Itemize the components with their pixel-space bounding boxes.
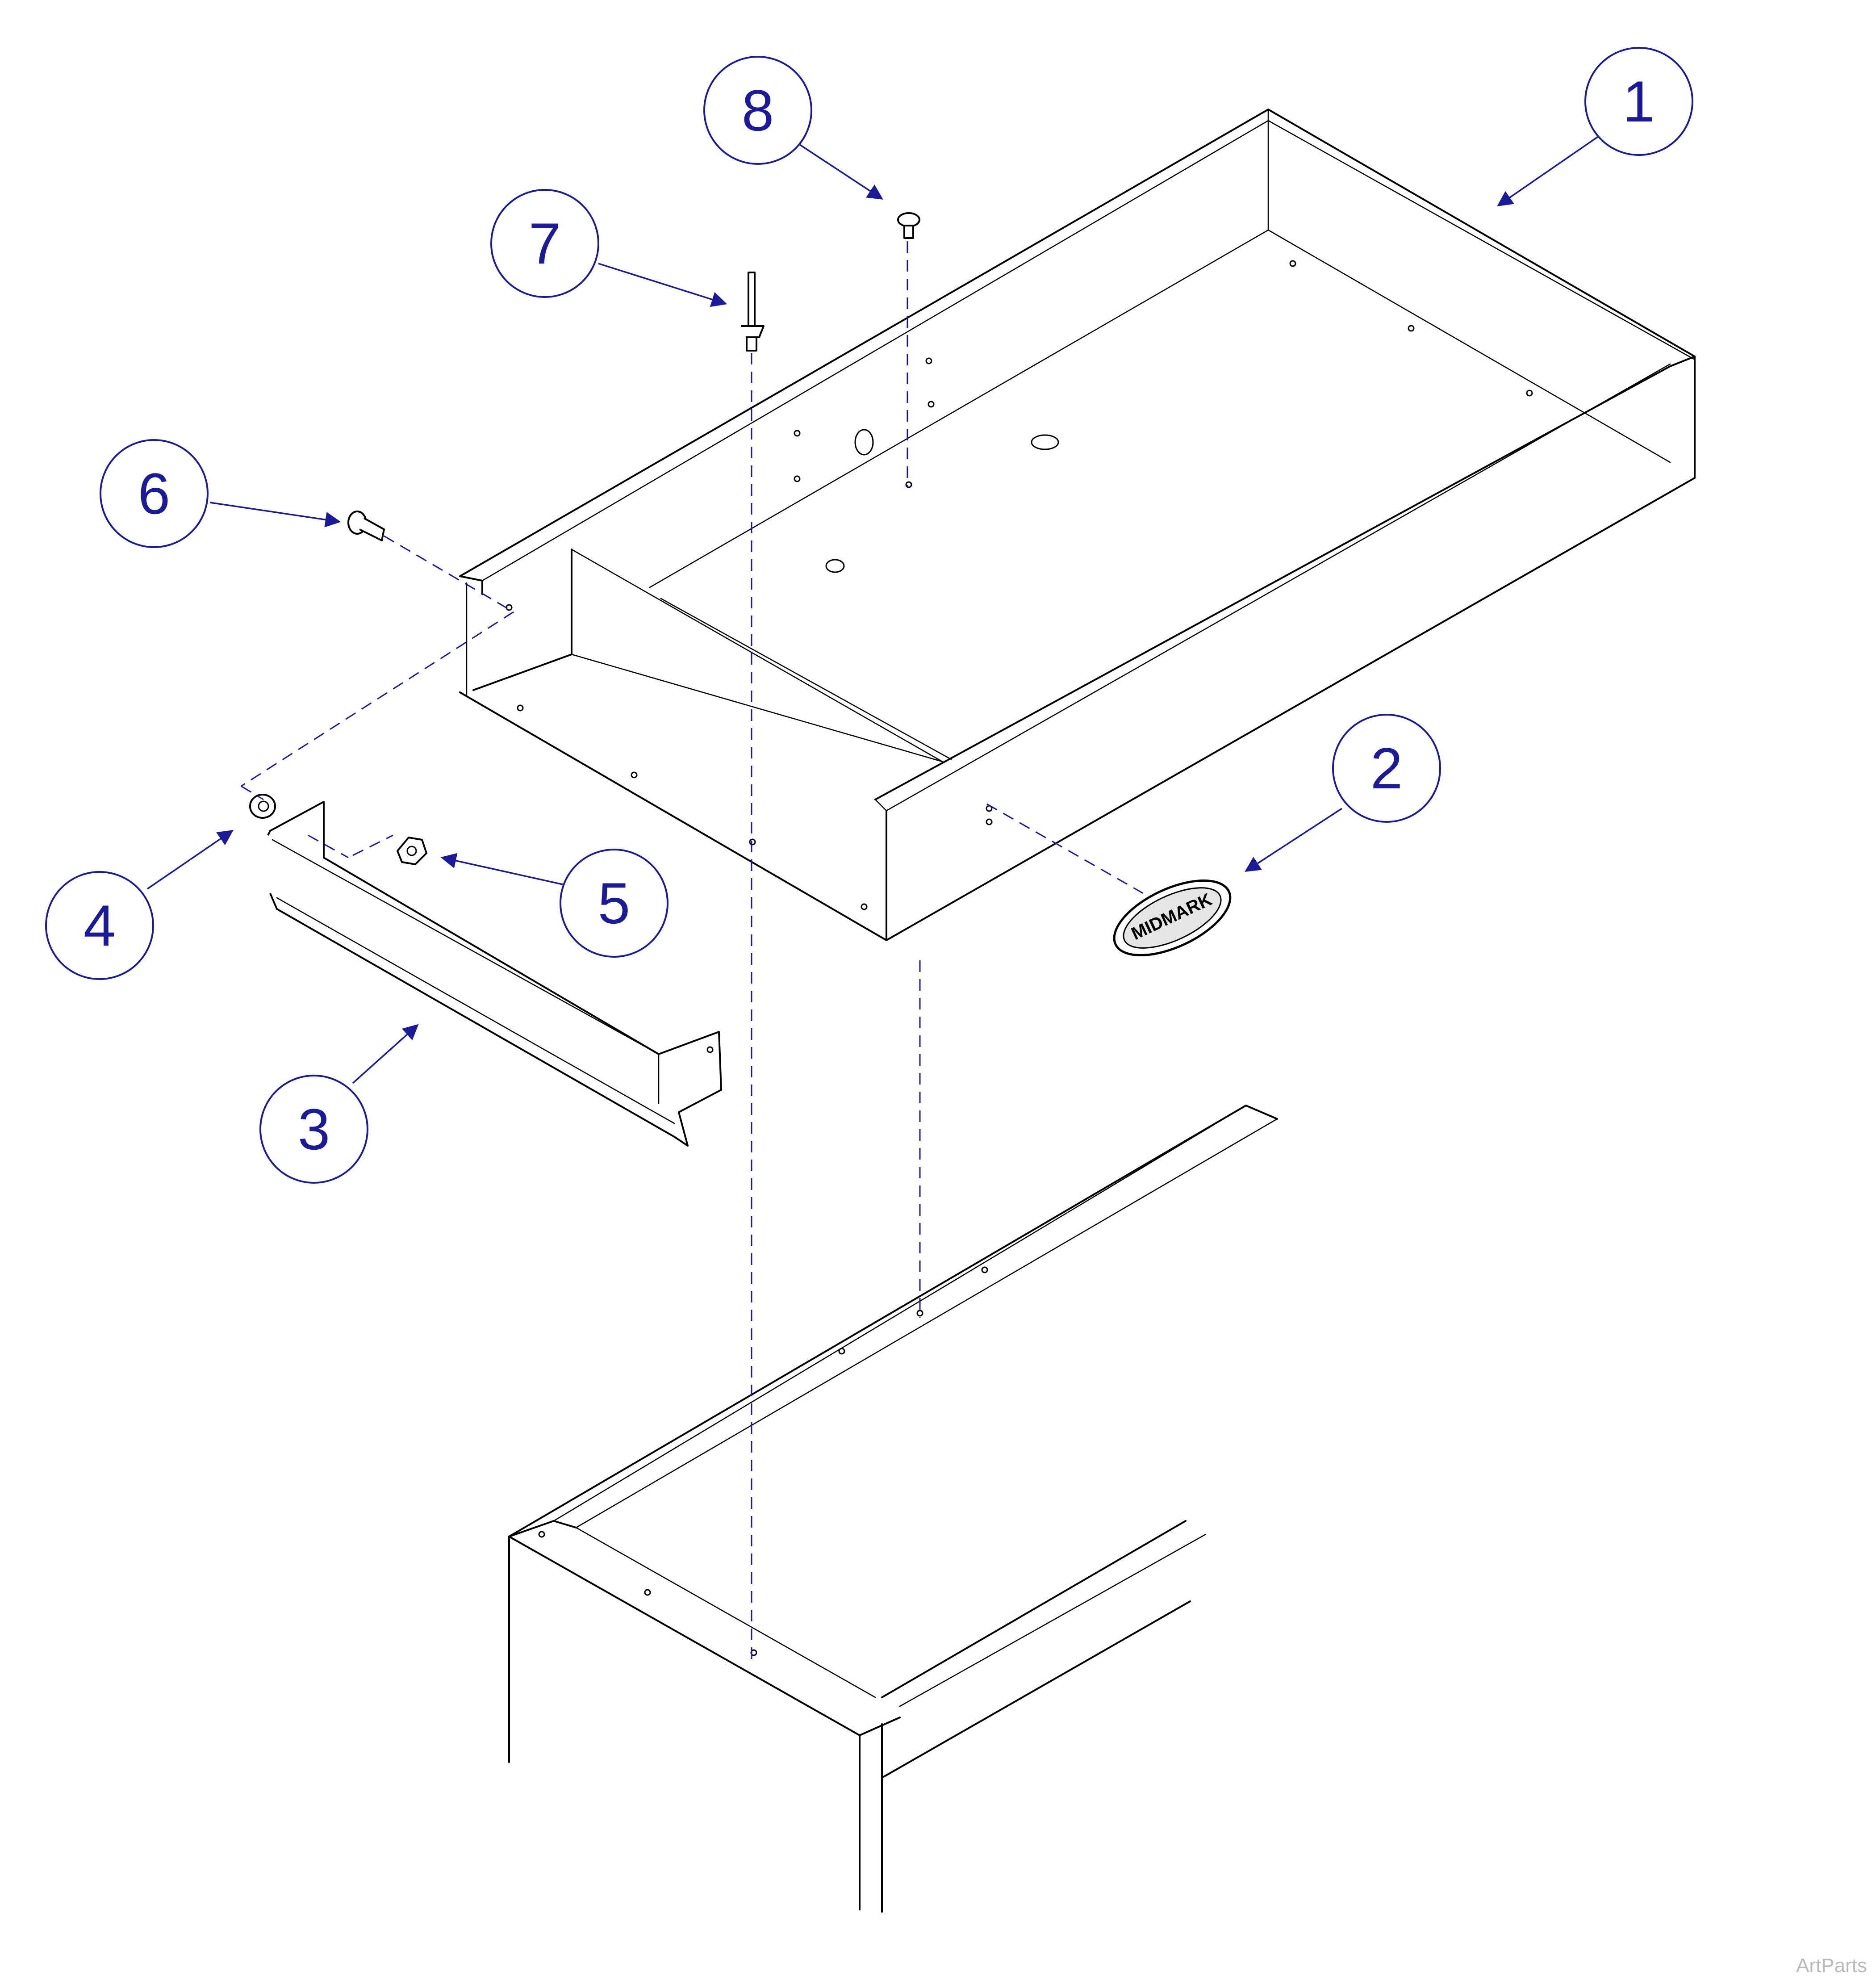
nut-5 (397, 837, 427, 865)
callout-3-label: 3 (298, 1097, 330, 1162)
callout-7-label: 7 (529, 211, 561, 276)
callout-7: 7 (490, 189, 599, 298)
callout-1: 1 (1584, 47, 1693, 156)
base-cabinet (508, 1105, 1278, 1913)
callout-2-label: 2 (1370, 736, 1403, 801)
artparts-watermark: ArtParts (1796, 1955, 1867, 1977)
callout-4-label: 4 (84, 893, 116, 958)
callout-8: 8 (703, 56, 812, 165)
rivet-7 (741, 272, 765, 352)
screw-6 (347, 511, 385, 541)
callout-4: 4 (45, 871, 154, 980)
washer-4 (249, 794, 276, 819)
callout-8-label: 8 (742, 78, 774, 143)
leader-arrows (147, 135, 1599, 1084)
midmark-logo-badge: MIDMARK (1113, 879, 1232, 956)
callout-6: 6 (100, 439, 209, 548)
top-tray (459, 109, 1696, 941)
callout-6-label: 6 (138, 461, 170, 526)
callout-3: 3 (259, 1075, 368, 1184)
screw-8 (897, 212, 920, 239)
callout-5: 5 (560, 849, 669, 958)
assembly-lines (241, 241, 1144, 1659)
callout-1-label: 1 (1623, 69, 1655, 134)
callout-5-label: 5 (598, 871, 630, 936)
callout-2: 2 (1332, 714, 1441, 823)
trim-strip (267, 801, 722, 1147)
